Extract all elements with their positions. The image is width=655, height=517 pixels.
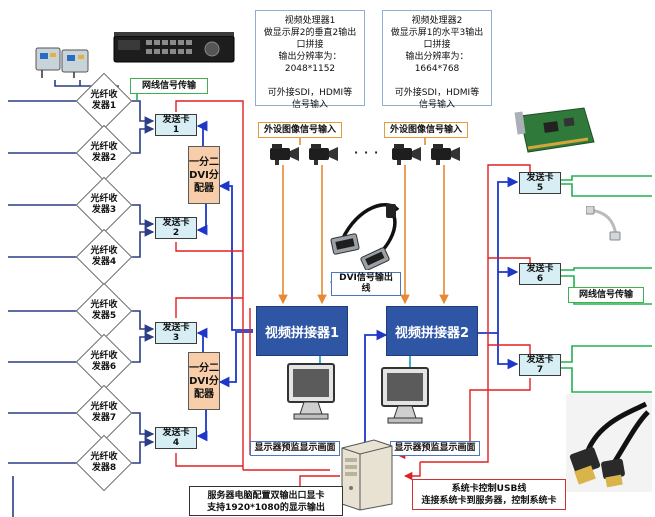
video-camera-icon [309, 144, 338, 165]
video-splicer-2: 视频拼接器2 [386, 306, 478, 356]
video-processor-device-icon [113, 32, 235, 63]
dvi-cable-icon [330, 203, 400, 270]
transceiver-4: 光纤收 发器4 [90, 246, 118, 267]
send-card-4: 发送卡 4 [155, 427, 197, 449]
control-card-icon [514, 107, 595, 153]
transceiver-6: 光纤收 发器6 [90, 351, 118, 372]
processor-2-info: 视频处理器2 做显示屏1的水平3输出 口拼接 输出分辨率为： 1664*768 … [382, 10, 492, 110]
transceiver-2: 光纤收 发器2 [90, 142, 118, 163]
transceiver-5: 光纤收 发器5 [90, 300, 118, 321]
network-transmission-label-left: 网线信号传输 [130, 78, 208, 94]
monitor-preview-label-2: 显示器预监显示画面 [390, 441, 480, 456]
external-input-label-2: 外设图像信号输入 [384, 122, 468, 138]
server-tower-icon [341, 439, 393, 511]
send-card-3: 发送卡 3 [155, 322, 197, 344]
video-splicer-1: 视频拼接器1 [256, 306, 348, 356]
send-card-7: 发送卡 7 [519, 354, 561, 376]
dvi-output-label: DVI信号输出 线 [331, 272, 401, 296]
transceiver-3: 光纤收 发器3 [90, 194, 118, 215]
send-card-2: 发送卡 2 [155, 217, 197, 239]
server-graphics-note: 服务器电脑配置双输出口显卡 支持1920*1080的显示输出 [189, 486, 343, 516]
fiber-transceiver-device-icon [35, 47, 89, 78]
external-input-lines [278, 138, 449, 305]
transceiver-1: 光纤收 发器1 [90, 90, 118, 111]
fiber-lines [8, 80, 155, 517]
monitor-icon [381, 367, 429, 424]
transceiver-7: 光纤收 发器7 [90, 402, 118, 423]
dvi-lines [196, 120, 519, 480]
external-input-label-1: 外设图像信号输入 [258, 122, 342, 138]
processor-1-info: 视频处理器1 做显示屏2的垂直2输出 口拼接 输出分辨率为： 2048*1152… [255, 10, 365, 110]
usb-control-line-label: 系统卡控制USB线 连接系统卡到服务器，控制系统卡 [412, 479, 566, 510]
monitor-icon [287, 363, 335, 420]
dvi-splitter-1: 一分二 DVI分 配器 [188, 146, 220, 204]
usb-cable-icon [566, 394, 652, 492]
video-camera-icon [270, 144, 299, 165]
network-transmission-label-right: 网线信号传输 [568, 287, 644, 303]
more-cameras-ellipsis: · · · [354, 146, 380, 159]
send-card-1: 发送卡 1 [155, 114, 197, 136]
video-camera-icon [392, 144, 421, 165]
network-cable-icon [586, 206, 621, 241]
dvi-splitter-2: 一分二 DVI分 配器 [188, 352, 220, 410]
transceiver-8: 光纤收 发器8 [90, 452, 118, 473]
send-card-6: 发送卡 6 [519, 263, 561, 285]
monitor-preview-label-1: 显示器预监显示画面 [250, 441, 340, 456]
send-card-5: 发送卡 5 [519, 172, 561, 194]
video-camera-icon [431, 144, 460, 165]
